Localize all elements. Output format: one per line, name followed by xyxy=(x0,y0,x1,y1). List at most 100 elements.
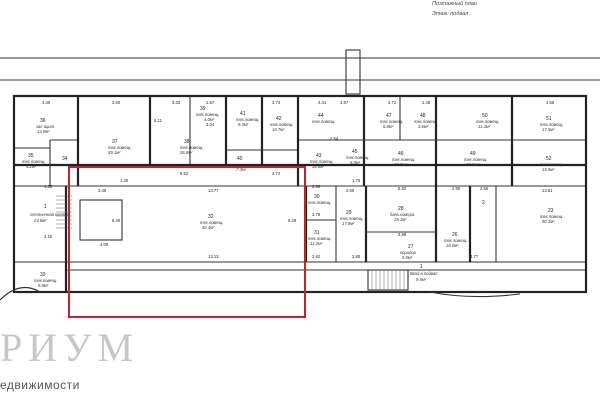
svg-text:6.8м²: 6.8м² xyxy=(383,124,394,129)
svg-text:13.61: 13.61 xyxy=(542,188,553,193)
svg-text:51: 51 xyxy=(546,116,552,122)
ventilation-shaft xyxy=(345,49,361,95)
svg-text:44: 44 xyxy=(318,113,324,119)
svg-text:39.1м²: 39.1м² xyxy=(108,150,121,155)
svg-text:2.62: 2.62 xyxy=(312,254,321,259)
svg-text:23: 23 xyxy=(548,208,554,214)
svg-text:18.8м²: 18.8м² xyxy=(312,164,325,169)
svg-text:тех.помещ.: тех.помещ. xyxy=(346,155,369,160)
svg-text:11.3м²: 11.3м² xyxy=(478,124,491,129)
svg-text:тех.помещ.: тех.помещ. xyxy=(308,236,331,241)
svg-text:Вход в подвал: Вход в подвал xyxy=(410,271,438,276)
brand-subtitle: едвижимости xyxy=(0,378,80,392)
svg-text:1: 1 xyxy=(44,204,47,210)
svg-text:тех.помещ.: тех.помещ. xyxy=(340,216,363,221)
svg-text:2.60: 2.60 xyxy=(346,188,355,193)
svg-text:лестничная клетка: лестничная клетка xyxy=(29,212,70,217)
svg-text:тех.помещ.: тех.помещ. xyxy=(200,220,223,225)
svg-text:4.0м²: 4.0м² xyxy=(204,117,215,122)
highlight-rectangle xyxy=(68,166,306,318)
svg-text:49: 49 xyxy=(470,151,476,157)
svg-text:банк.комора: банк.комора xyxy=(390,212,415,217)
svg-text:92.4м²: 92.4м² xyxy=(202,225,215,230)
svg-text:6.29: 6.29 xyxy=(288,218,297,223)
svg-text:31: 31 xyxy=(314,230,320,236)
svg-text:5.2м²: 5.2м² xyxy=(26,164,37,169)
svg-text:2.90: 2.90 xyxy=(452,186,461,191)
svg-text:5.52: 5.52 xyxy=(180,171,189,176)
svg-text:тех.помещ.: тех.помещ. xyxy=(308,200,331,205)
svg-text:тех.помещ.: тех.помещ. xyxy=(34,278,57,283)
svg-text:35: 35 xyxy=(28,153,34,159)
svg-text:28: 28 xyxy=(398,206,404,212)
svg-text:тех.помещ.: тех.помещ. xyxy=(22,159,45,164)
svg-text:2.80: 2.80 xyxy=(352,254,361,259)
svg-text:1.30: 1.30 xyxy=(120,178,129,183)
svg-text:4.77: 4.77 xyxy=(470,254,479,259)
svg-text:5.82: 5.82 xyxy=(398,186,407,191)
dimension-labels: 4.40 3.60 3.32 1.87 3.74 4.41 4.87 3.72 … xyxy=(42,100,555,259)
svg-text:4.40: 4.40 xyxy=(42,100,51,105)
svg-text:41: 41 xyxy=(240,111,246,117)
svg-text:13.77: 13.77 xyxy=(208,188,219,193)
outer-curve-right xyxy=(429,291,521,298)
plan-title-line-2: Этаж: подвал xyxy=(432,11,468,17)
svg-text:тех.помещ.: тех.помещ. xyxy=(444,238,467,243)
svg-text:18.0м²: 18.0м² xyxy=(446,243,459,248)
svg-text:16.7м²: 16.7м² xyxy=(272,127,285,132)
outer-curve-left xyxy=(0,286,41,301)
stair-well xyxy=(79,199,123,241)
svg-text:47: 47 xyxy=(386,113,392,119)
svg-text:3.89: 3.89 xyxy=(398,232,407,237)
svg-text:22.0м²: 22.0м² xyxy=(393,162,407,167)
plan-title-line-1: Поэтажный план xyxy=(432,0,477,7)
svg-text:22.6м²: 22.6м² xyxy=(465,162,479,167)
svg-text:9.3м²: 9.3м² xyxy=(238,122,249,127)
svg-text:11.2м²: 11.2м² xyxy=(310,241,323,246)
svg-text:1: 1 xyxy=(420,264,423,270)
svg-text:17.9м²: 17.9м² xyxy=(342,221,355,226)
svg-text:34: 34 xyxy=(62,156,68,162)
svg-text:7.3м²: 7.3м² xyxy=(236,167,247,172)
svg-text:тех.помещ.: тех.помещ. xyxy=(310,159,333,164)
svg-text:4.55: 4.55 xyxy=(546,100,555,105)
svg-text:2.86: 2.86 xyxy=(312,184,321,189)
svg-text:тех.помещ.: тех.помещ. xyxy=(270,122,293,127)
svg-text:48: 48 xyxy=(420,113,426,119)
room-label: 2 xyxy=(482,200,485,206)
svg-text:6.40: 6.40 xyxy=(112,218,121,223)
svg-text:тех.помещ.: тех.помещ. xyxy=(180,145,203,150)
svg-text:9.9м²: 9.9м² xyxy=(38,283,49,288)
svg-text:3.79: 3.79 xyxy=(312,212,321,217)
svg-text:тех.помещ.: тех.помещ. xyxy=(540,162,563,167)
svg-text:3.60: 3.60 xyxy=(112,100,121,105)
svg-text:52: 52 xyxy=(546,156,552,162)
svg-text:4.06: 4.06 xyxy=(100,242,109,247)
svg-text:тех.помещ.: тех.помещ. xyxy=(464,157,487,162)
svg-text:3.72: 3.72 xyxy=(388,100,397,105)
svg-text:2.55: 2.55 xyxy=(480,186,489,191)
svg-text:4.32: 4.32 xyxy=(44,184,53,189)
svg-text:37: 37 xyxy=(112,139,118,145)
svg-text:25.1м²: 25.1м² xyxy=(393,217,407,222)
svg-text:тех.помещ.: тех.помещ. xyxy=(414,119,437,124)
building-outline xyxy=(12,94,588,294)
